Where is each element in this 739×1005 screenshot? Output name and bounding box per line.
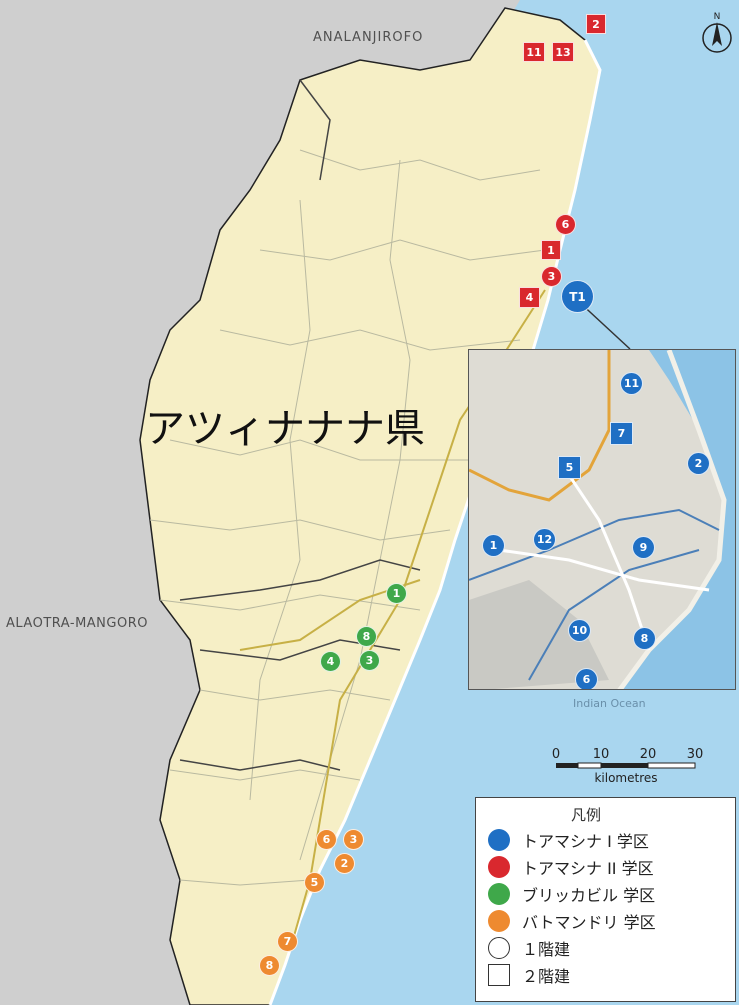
province-label: アツィナナナ県 [145,406,425,452]
legend-item-toamasina-2: トアマシナ II 学区 [488,855,654,879]
marker-orange-3[interactable]: 3 [343,829,364,850]
legend-label: ブリッカビル 学区 [522,886,656,905]
marker-orange-7[interactable]: 7 [277,931,298,952]
compass-letter: N [714,12,721,22]
inset-marker-1[interactable]: 1 [482,534,505,557]
marker-green-3[interactable]: 3 [359,650,380,671]
marker-orange-8[interactable]: 8 [259,955,280,976]
ocean-label: Indian Ocean [573,697,646,710]
inset-marker-12[interactable]: 12 [533,528,556,551]
marker-orange-2[interactable]: 2 [334,853,355,874]
legend-label: １階建 [522,940,571,959]
scale-bar: 0 10 20 30 kilometres [548,746,728,796]
scale-unit: kilometres [594,771,657,785]
inset-marker-9[interactable]: 9 [632,536,655,559]
legend-item-toamasina-1: トアマシナ I 学区 [488,828,649,852]
legend-label: トアマシナ II 学区 [522,859,654,878]
legend-label: トアマシナ I 学区 [522,832,649,851]
legend-swatch-square-outline [488,964,510,986]
marker-green-4[interactable]: 4 [320,651,341,672]
marker-red-11[interactable]: 11 [523,42,545,62]
legend-swatch-blue [488,829,510,851]
marker-red-3[interactable]: 3 [541,266,562,287]
region-label-north: ANALANJIROFO [313,30,424,45]
legend-item-one-storey: １階建 [488,936,570,960]
marker-red-6[interactable]: 6 [555,214,576,235]
marker-green-8[interactable]: 8 [356,626,377,647]
inset-map: 11 7 5 2 1 12 9 10 8 6 [468,349,736,690]
scale-tick-20: 20 [640,747,657,762]
marker-red-13[interactable]: 13 [552,42,574,62]
legend-item-vatomandry: バトマンドリ 学区 [488,909,656,933]
legend-label: バトマンドリ 学区 [522,913,656,932]
district-borders [149,149,546,886]
inset-marker-5[interactable]: 5 [558,456,581,479]
legend-item-brickaville: ブリッカビル 学区 [488,882,655,906]
legend-label: ２階建 [522,967,571,986]
marker-orange-6[interactable]: 6 [316,829,337,850]
inset-marker-11[interactable]: 11 [620,372,643,395]
marker-t1[interactable]: T1 [561,280,594,313]
inset-marker-8[interactable]: 8 [633,627,656,650]
legend-swatch-orange [488,910,510,932]
legend: 凡例 トアマシナ I 学区 トアマシナ II 学区 ブリッカビル 学区 バトマン… [475,797,736,1002]
inset-marker-10[interactable]: 10 [568,619,591,642]
coastline [268,39,602,1005]
legend-swatch-circle-outline [488,937,510,959]
compass-icon: N [700,10,734,56]
marker-red-4[interactable]: 4 [519,287,540,308]
region-label-west: ALAOTRA-MANGORO [6,616,148,631]
marker-red-1[interactable]: 1 [541,240,561,260]
inset-marker-6[interactable]: 6 [575,668,598,689]
scale-tick-30: 30 [687,747,704,762]
inset-marker-7[interactable]: 7 [610,422,633,445]
marker-green-1[interactable]: 1 [386,583,407,604]
inset-marker-2[interactable]: 2 [687,452,710,475]
scale-tick-10: 10 [593,747,610,762]
inset-background [469,350,735,689]
scale-tick-0: 0 [552,747,560,762]
marker-red-2[interactable]: 2 [586,14,606,34]
legend-title: 凡例 [571,806,602,824]
neighbor-land [0,0,520,1005]
legend-item-two-storey: ２階建 [488,963,570,987]
legend-swatch-green [488,883,510,905]
legend-swatch-red [488,856,510,878]
marker-orange-5[interactable]: 5 [304,872,325,893]
